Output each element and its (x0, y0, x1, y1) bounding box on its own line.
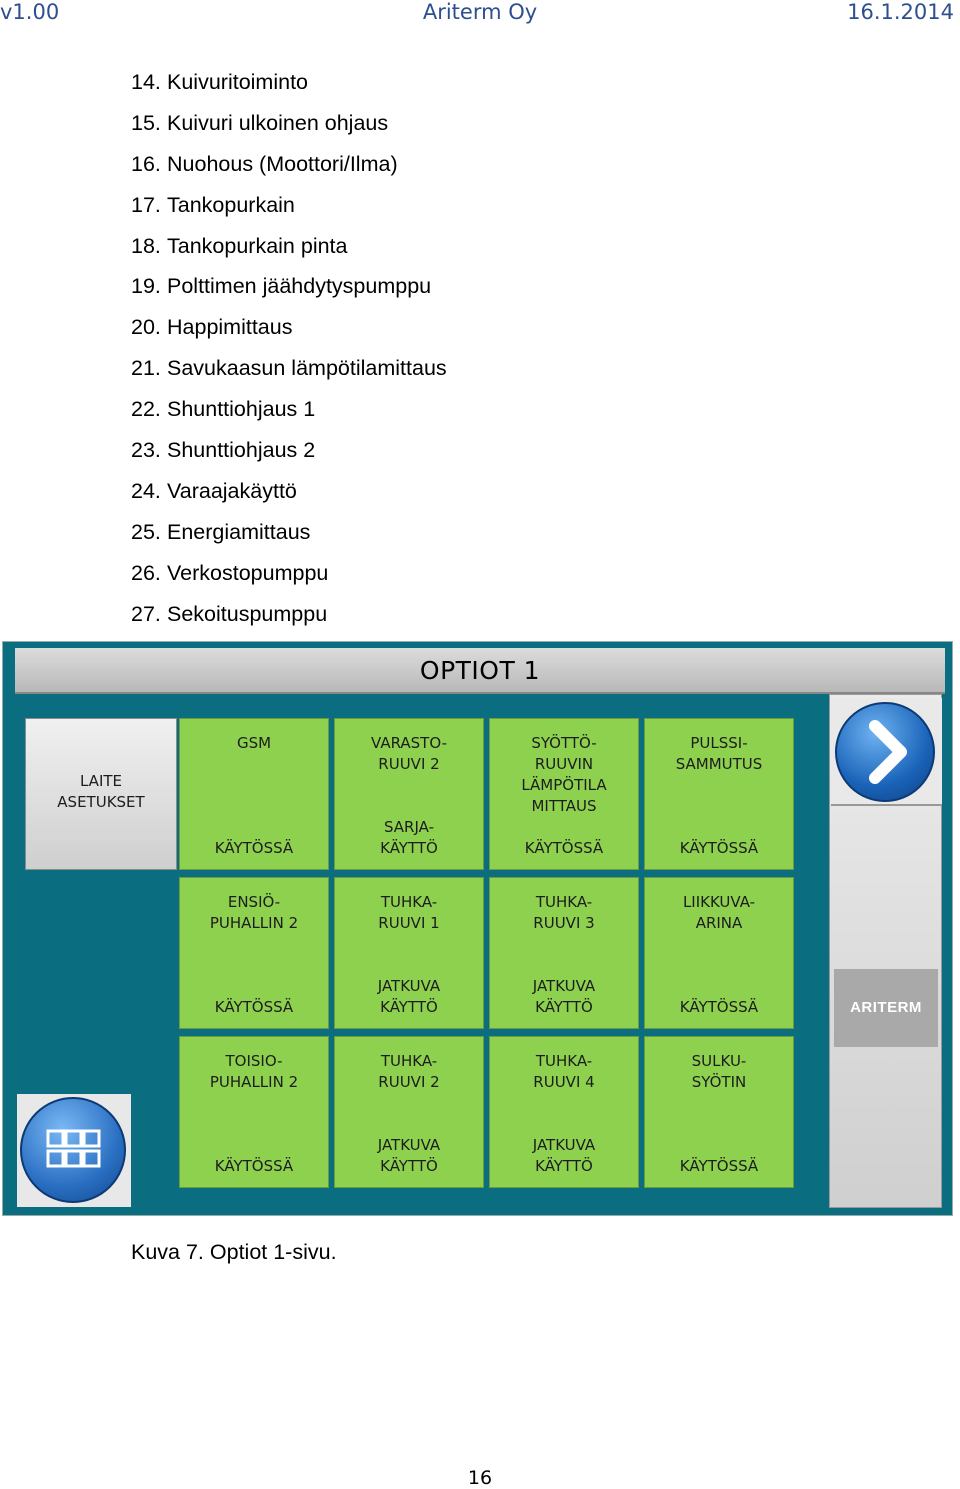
option-tile-ensiopuhallin-2[interactable]: ENSIÖ- PUHALLIN 2 KÄYTÖSSÄ (179, 877, 329, 1029)
header-version: v1.00 (0, 0, 60, 24)
list-item: 20.Happimittaus (131, 315, 293, 340)
option-tile-gsm[interactable]: GSM KÄYTÖSSÄ (179, 718, 329, 870)
screen-title: OPTIOT 1 (15, 648, 945, 694)
option-tile-tuhkaruuvi-3[interactable]: TUHKA- RUUVI 3 JATKUVA KÄYTTÖ (489, 877, 639, 1029)
header-date: 16.1.2014 (847, 0, 954, 24)
header-company: Ariterm Oy (422, 0, 538, 24)
ariterm-logo: ARITERM (834, 969, 938, 1047)
list-item: 22.Shunttiohjaus 1 (131, 397, 316, 422)
grid-menu-icon (20, 1097, 126, 1203)
option-tile-liikkuva-arina[interactable]: LIIKKUVA- ARINA KÄYTÖSSÄ (644, 877, 794, 1029)
figure-caption: Kuva 7. Optiot 1-sivu. (131, 1240, 337, 1264)
hmi-screen: OPTIOT 1 LAITE ASETUKSET GSM KÄYTÖSSÄ VA… (2, 641, 953, 1216)
list-item: 19.Polttimen jäähdytyspumppu (131, 274, 432, 299)
device-settings-button[interactable]: LAITE ASETUKSET (25, 718, 177, 870)
list-item: 15.Kuivuri ulkoinen ohjaus (131, 110, 389, 135)
option-tile-tuhkaruuvi-2[interactable]: TUHKA- RUUVI 2 JATKUVA KÄYTTÖ (334, 1036, 484, 1188)
page-number: 16 (467, 1467, 493, 1489)
option-tile-sulkusyotin[interactable]: SULKU- SYÖTIN KÄYTÖSSÄ (644, 1036, 794, 1188)
option-tile-varastoruuvi-2[interactable]: VARASTO- RUUVI 2 SARJA- KÄYTTÖ (334, 718, 484, 870)
list-item: 16.Nuohous (Moottori/Ilma) (131, 151, 398, 176)
option-tile-tuhkaruuvi-1[interactable]: TUHKA- RUUVI 1 JATKUVA KÄYTTÖ (334, 877, 484, 1029)
next-page-button[interactable] (831, 698, 942, 806)
list-item: 18.Tankopurkain pinta (131, 233, 348, 258)
list-item: 26.Verkostopumppu (131, 560, 329, 585)
list-item: 25.Energiamittaus (131, 519, 311, 544)
main-menu-button[interactable] (17, 1094, 131, 1207)
option-tile-toisiopuhallin-2[interactable]: TOISIO- PUHALLIN 2 KÄYTÖSSÄ (179, 1036, 329, 1188)
option-tile-tuhkaruuvi-4[interactable]: TUHKA- RUUVI 4 JATKUVA KÄYTTÖ (489, 1036, 639, 1188)
list-item: 21.Savukaasun lämpötilamittaus (131, 356, 447, 381)
list-item: 24.Varaajakäyttö (131, 478, 297, 503)
list-item: 27.Sekoituspumppu (131, 601, 328, 626)
list-item: 23.Shunttiohjaus 2 (131, 438, 316, 463)
list-item: 17.Tankopurkain (131, 192, 295, 217)
option-tile-pulssisammutus[interactable]: PULSSI- SAMMUTUS KÄYTÖSSÄ (644, 718, 794, 870)
list-item: 14.Kuivuritoiminto (131, 70, 308, 94)
chevron-right-icon (835, 702, 935, 802)
options-list: 14.Kuivuritoiminto 15.Kuivuri ulkoinen o… (131, 67, 447, 639)
option-tile-syottoruuvin-lampotila[interactable]: SYÖTTÖ- RUUVIN LÄMPÖTILA MITTAUS KÄYTÖSS… (489, 718, 639, 870)
